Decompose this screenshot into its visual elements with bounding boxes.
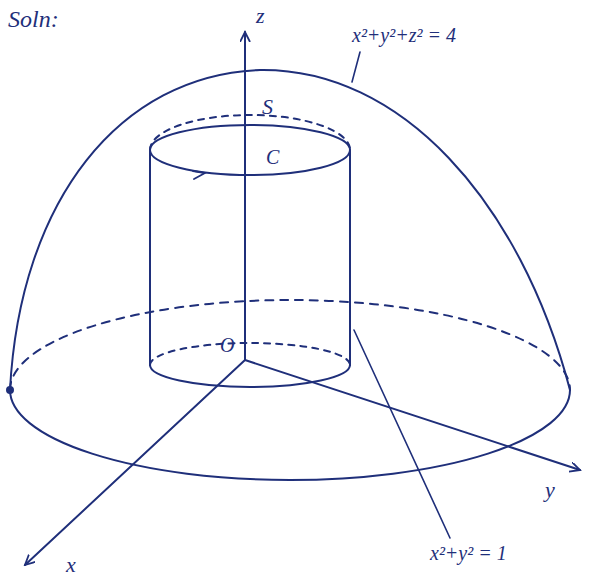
cylinder-equation: x²+y² = 1	[430, 542, 507, 564]
dot	[7, 387, 13, 393]
axis-label: z	[256, 4, 265, 28]
z-axis	[244, 32, 246, 360]
x-axis	[25, 360, 245, 565]
hemisphere	[10, 70, 570, 390]
leader-line	[354, 330, 450, 538]
cylinder-top	[150, 125, 350, 175]
cylinder-side	[349, 150, 351, 365]
surface-equation: x²+y²+z² = 4	[352, 24, 456, 46]
surface-label: S	[262, 95, 273, 119]
cylinder-side	[149, 150, 151, 365]
y-axis	[245, 360, 580, 470]
heading-note: Soln:	[8, 6, 59, 32]
axis-label: x	[66, 553, 76, 577]
leader-line	[352, 52, 360, 82]
base-front	[10, 390, 570, 480]
base-back	[10, 300, 570, 390]
origin-label: O	[220, 334, 234, 356]
curve-label: C	[266, 146, 279, 168]
orientation-arrow	[193, 171, 205, 179]
axis-label: y	[545, 478, 555, 502]
